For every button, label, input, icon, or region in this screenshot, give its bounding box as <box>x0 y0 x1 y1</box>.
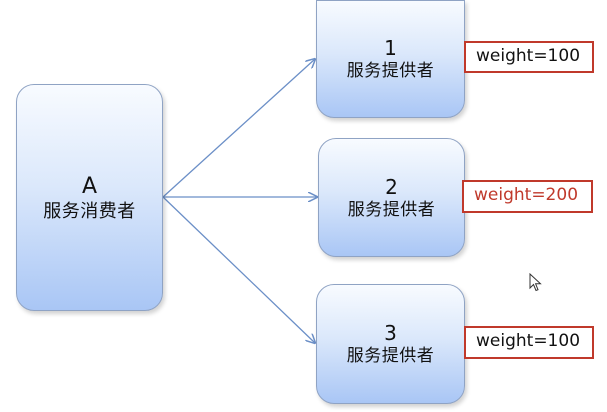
weight-label-3: weight=100 <box>464 326 594 359</box>
provider-id: 3 <box>384 321 397 345</box>
provider-node-2: 2 服务提供者 <box>318 138 465 257</box>
arrow-to-provider-3 <box>162 196 315 343</box>
provider-node-3: 3 服务提供者 <box>316 284 465 404</box>
consumer-id: A <box>81 173 98 199</box>
provider-label: 服务提供者 <box>346 346 435 366</box>
arrow-to-provider-1 <box>162 59 315 198</box>
provider-node-1: 1 服务提供者 <box>316 0 465 118</box>
provider-label: 服务提供者 <box>347 199 436 220</box>
consumer-label: 服务消费者 <box>43 200 136 222</box>
provider-label: 服务提供者 <box>346 61 435 81</box>
mouse-pointer-icon <box>529 273 542 292</box>
consumer-node: A 服务消费者 <box>16 84 163 311</box>
weight-label-2: weight=200 <box>462 180 593 213</box>
weight-label-1: weight=100 <box>464 41 594 73</box>
provider-id: 2 <box>385 174 398 199</box>
provider-id: 1 <box>384 36 397 60</box>
